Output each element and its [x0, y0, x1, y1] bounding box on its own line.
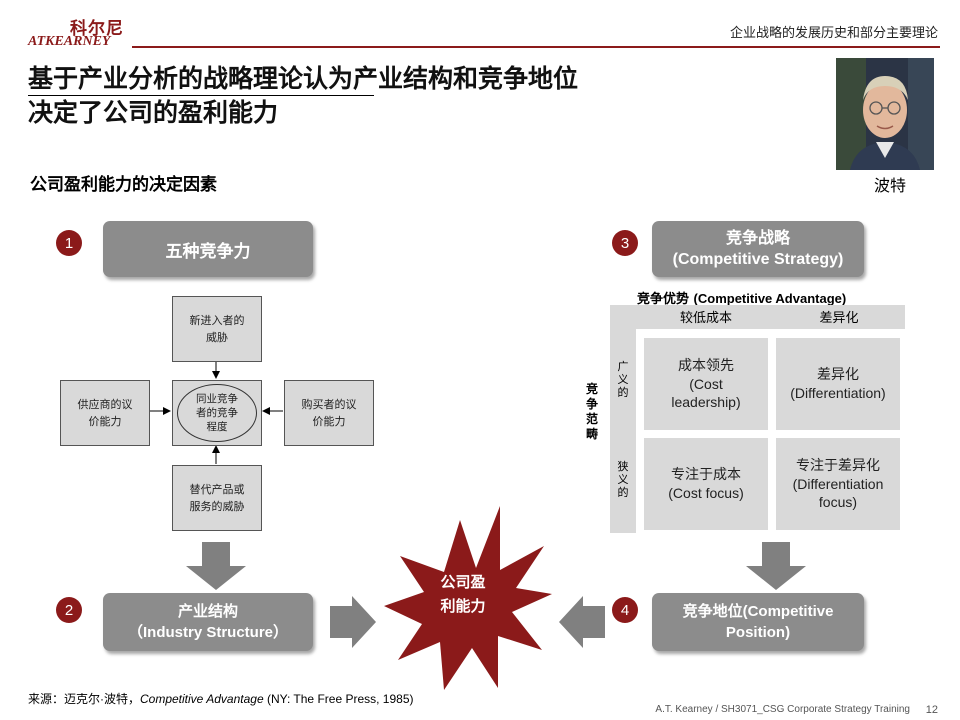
source-note: 来源：迈克尔·波特，Competitive Advantage (NY: The… [28, 690, 413, 707]
portrait-caption: 波特 [874, 176, 907, 195]
force-rivalry-line2: 者的竞争 [196, 407, 238, 419]
competitive-scope-label: 竞争范畴 [585, 382, 598, 441]
page-title: 基于产业分析的战略理论认为产业结构和竞争地位 决定了公司的盈利能力 [28, 62, 578, 130]
profitability-label: 公司盈 利能力 [428, 570, 498, 618]
source-title: Competitive Advantage [140, 692, 264, 706]
cell-differentiation: 差异化 (Differentiation) [776, 338, 900, 430]
force-new-entrants-line2: 威胁 [206, 331, 228, 344]
industry-structure-label-cn: 产业结构 [177, 602, 238, 620]
force-substitutes-line1: 替代产品或 [189, 483, 245, 496]
industry-structure-box: 产业结构 （Industry Structure） [103, 593, 313, 651]
cell-cost-leadership: 成本领先 (Cost leadership) [644, 338, 768, 430]
down-arrow-left [186, 542, 246, 590]
porter-portrait [836, 58, 934, 170]
profitability-star [384, 506, 552, 690]
cell-cost-focus-cn: 专注于成本 [671, 467, 741, 483]
five-forces-label: 五种竞争力 [165, 241, 251, 262]
col-header-low-cost: 较低成本 [679, 311, 732, 326]
force-buyers-line1: 购买者的议 [301, 398, 357, 411]
cell-cost-focus: 专注于成本 (Cost focus) [644, 438, 768, 530]
title-underline [28, 95, 374, 96]
profitability-label-line2: 利能力 [440, 597, 486, 615]
col-header-differentiation: 差异化 [819, 311, 859, 326]
force-new-entrants-line1: 新进入者的 [189, 314, 245, 327]
cell-differentiation-focus-en1: (Differentiation [792, 476, 884, 492]
competitive-strategy-box: 竞争战略 (Competitive Strategy) [652, 221, 864, 277]
force-rivalry-line3: 程度 [206, 421, 228, 433]
force-substitutes-line2: 服务的威胁 [189, 500, 245, 513]
cell-differentiation-en: (Differentiation) [790, 385, 886, 401]
force-buyers-line2: 价能力 [312, 415, 346, 428]
competitive-advantage-en: (Competitive Advantage) [693, 291, 847, 306]
section-title: 企业战略的发展历史和部分主要理论 [729, 26, 938, 41]
section-subtitle: 公司盈利能力的决定因素 [30, 175, 217, 195]
competitive-position-box: 竞争地位(Competitive Position) [652, 593, 864, 651]
step-number-3: 3 [612, 230, 638, 256]
competitive-position-label-line2: Position) [725, 624, 791, 641]
cell-differentiation-focus: 专注于差异化 (Differentiation focus) [776, 438, 900, 530]
header-divider [132, 46, 940, 48]
matrix-side-bar [610, 305, 636, 533]
matrix-header-bar [610, 305, 905, 329]
source-prefix: 来源：迈克尔·波特， [28, 692, 140, 706]
competitive-advantage-cn: 竞争优势 [637, 292, 690, 307]
competitive-strategy-label-cn: 竞争战略 [725, 228, 790, 247]
footer-course: A.T. Kearney / SH3071_CSG Corporate Stra… [655, 704, 910, 715]
force-suppliers-line1: 供应商的议 [77, 398, 133, 411]
step-number-1: 1 [56, 230, 82, 256]
industry-structure-label-en: （Industry Structure） [127, 624, 289, 641]
rivalry-oval: 同业竞争者的竞争程度 [177, 384, 257, 442]
cell-differentiation-focus-cn: 专注于差异化 [795, 458, 880, 474]
five-forces-box: 五种竞争力 [103, 221, 313, 277]
competitive-position-label-line1: 竞争地位(Competitive [682, 603, 834, 620]
force-buyers: 购买者的议价能力 [284, 380, 374, 446]
force-suppliers-line2: 价能力 [88, 415, 122, 428]
left-arrow-to-star [559, 596, 605, 648]
cell-cost-focus-en: (Cost focus) [668, 485, 744, 501]
competitive-advantage-label: 竞争优势 (Competitive Advantage) [637, 288, 846, 307]
right-arrow-to-star [330, 596, 376, 648]
step-number-2: 2 [56, 597, 82, 623]
page-title-line2: 决定了公司的盈利能力 [28, 98, 279, 127]
row-header-broad: 广义的 [617, 360, 629, 399]
force-new-entrants: 新进入者的威胁 [172, 296, 262, 362]
source-suffix: (NY: The Free Press, 1985) [263, 692, 414, 706]
force-rivalry: 同业竞争者的竞争程度 [172, 380, 262, 446]
down-arrow-right [746, 542, 806, 590]
logo-english: ATKEARNEY [28, 34, 111, 49]
row-header-narrow: 狭义的 [617, 460, 629, 499]
cell-differentiation-focus-en2: focus) [818, 494, 858, 510]
cell-differentiation-cn: 差异化 [816, 367, 859, 383]
force-suppliers: 供应商的议价能力 [60, 380, 150, 446]
cell-cost-leadership-en2: leadership) [671, 394, 741, 410]
page-title-line1: 基于产业分析的战略理论认为产业结构和竞争地位 [28, 64, 579, 93]
force-rivalry-line1: 同业竞争 [196, 393, 238, 405]
step-number-4: 4 [612, 597, 638, 623]
cell-cost-leadership-cn: 成本领先 [677, 358, 734, 374]
competitive-strategy-label-en: (Competitive Strategy) [672, 251, 844, 268]
logo-chinese: 科尔尼 [70, 19, 124, 39]
profitability-label-line1: 公司盈 [440, 573, 486, 591]
page-number: 12 [925, 704, 938, 716]
cell-cost-leadership-en1: (Cost [689, 376, 723, 392]
portrait-image [836, 58, 934, 170]
force-substitutes: 替代产品或服务的威胁 [172, 465, 262, 531]
